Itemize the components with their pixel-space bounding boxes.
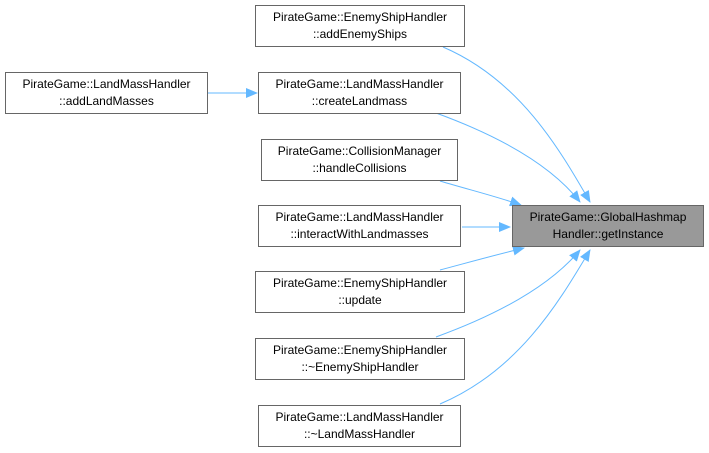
node-handle-collisions-line2: ::handleCollisions: [312, 161, 407, 175]
node-interact-with-landmasses-line1: PirateGame::LandMassHandler: [275, 210, 444, 224]
node-add-enemy-ships[interactable]: PirateGame::EnemyShipHandler ::addEnemyS…: [255, 5, 465, 47]
node-landmass-destructor-line2: ::~LandMassHandler: [303, 427, 416, 441]
node-landmass-destructor[interactable]: PirateGame::LandMassHandler ::~LandMassH…: [258, 405, 461, 447]
node-add-land-masses-line1: PirateGame::LandMassHandler: [22, 77, 191, 91]
node-get-instance: PirateGame::GlobalHashmap Handler::getIn…: [512, 205, 704, 247]
node-enemy-destructor-line2: ::~EnemyShipHandler: [301, 360, 419, 374]
node-add-land-masses-line2: ::addLandMasses: [59, 94, 154, 108]
node-add-enemy-ships-line2: ::addEnemyShips: [312, 27, 408, 41]
node-landmass-destructor-line1: PirateGame::LandMassHandler: [275, 410, 444, 424]
node-add-land-masses[interactable]: PirateGame::LandMassHandler ::addLandMas…: [5, 72, 208, 114]
node-enemy-update[interactable]: PirateGame::EnemyShipHandler ::update: [255, 271, 465, 313]
node-interact-with-landmasses-line2: ::interactWithLandmasses: [290, 227, 429, 241]
node-enemy-destructor-line1: PirateGame::EnemyShipHandler: [272, 343, 448, 357]
node-create-landmass-line2: ::createLandmass: [311, 94, 408, 108]
node-handle-collisions[interactable]: PirateGame::CollisionManager ::handleCol…: [261, 139, 458, 181]
edge-add-enemy-ships-to-get-instance: [442, 46, 591, 203]
edge-enemy-destructor-to-get-instance: [435, 249, 581, 338]
edge-create-landmass-to-get-instance: [435, 112, 581, 203]
node-add-enemy-ships-line1: PirateGame::EnemyShipHandler: [272, 10, 448, 24]
edge-enemy-update-to-get-instance: [439, 245, 525, 271]
node-interact-with-landmasses[interactable]: PirateGame::LandMassHandler ::interactWi…: [258, 205, 461, 247]
node-enemy-update-line2: ::update: [338, 293, 382, 307]
node-get-instance-line1: PirateGame::GlobalHashmap: [529, 210, 687, 224]
edge-landmass-destructor-to-get-instance: [439, 249, 591, 405]
node-handle-collisions-line1: PirateGame::CollisionManager: [277, 144, 442, 158]
node-get-instance-line2: Handler::getInstance: [552, 227, 664, 241]
node-enemy-destructor[interactable]: PirateGame::EnemyShipHandler ::~EnemyShi…: [255, 338, 465, 380]
node-create-landmass-line1: PirateGame::LandMassHandler: [275, 77, 444, 91]
edge-handle-collisions-to-get-instance: [439, 180, 522, 207]
node-create-landmass[interactable]: PirateGame::LandMassHandler ::createLand…: [258, 72, 461, 114]
node-enemy-update-line1: PirateGame::EnemyShipHandler: [272, 276, 448, 290]
